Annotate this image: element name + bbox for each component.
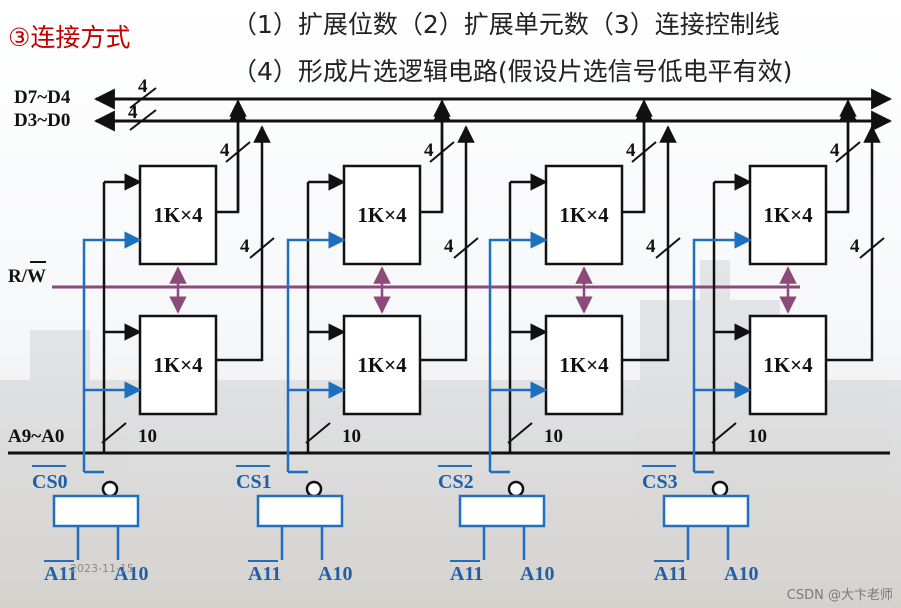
cs-label-1: CS1 [236, 471, 272, 493]
memory-chip-label-top-1: 1K×4 [357, 203, 407, 227]
memory-chip-label-bottom-1: 1K×4 [357, 353, 407, 377]
data-width-top-0: 4 [220, 140, 230, 161]
decoder-gate-1 [256, 494, 344, 528]
memory-chip-label-bottom-3: 1K×4 [763, 353, 813, 377]
date-watermark: 2023-11-15 [70, 562, 134, 575]
input-a10-2: A10 [520, 563, 554, 585]
input-a11-2: A11 [450, 563, 483, 585]
memory-chip-bottom-3 [748, 314, 828, 416]
data-low-width: 4 [128, 102, 138, 123]
memory-chip-label-top-0: 1K×4 [153, 203, 203, 227]
address-width-3: 10 [748, 426, 767, 447]
memory-chip-top-3 [748, 164, 828, 266]
data-high-width: 4 [138, 76, 148, 97]
decoder-gate-3 [662, 494, 750, 528]
inverter-bubble-1 [305, 480, 323, 498]
data-width-bottom-2: 4 [646, 236, 656, 257]
memory-chip-bottom-2 [544, 314, 624, 416]
data-width-top-3: 4 [830, 140, 840, 161]
input-a10-0: A10 [114, 563, 148, 585]
cs-label-2: CS2 [438, 471, 474, 493]
memory-chip-top-1 [342, 164, 422, 266]
memory-chip-top-0 [138, 164, 218, 266]
memory-chip-label-bottom-0: 1K×4 [153, 353, 203, 377]
inverter-bubble-0 [101, 480, 119, 498]
chip-select-line-3 [692, 231, 752, 472]
chip-select-line-0 [82, 231, 142, 472]
chip-select-line-1 [286, 231, 346, 472]
data-bus-low-label: D3~D0 [14, 110, 70, 131]
data-width-bottom-1: 4 [444, 236, 454, 257]
memory-chip-bottom-0 [138, 314, 218, 416]
cs-label-0: CS0 [32, 471, 68, 493]
address-bus-label: A9~A0 [8, 426, 64, 447]
address-width-1: 10 [342, 426, 361, 447]
data-width-bottom-0: 4 [240, 236, 250, 257]
input-a10-3: A10 [724, 563, 758, 585]
requirements-line-2: （4）形成片选逻辑电路(假设片选信号低电平有效) [232, 57, 793, 86]
cs-label-3: CS3 [642, 471, 678, 493]
input-a11-1: A11 [248, 563, 281, 585]
input-a11-0: A11 [44, 563, 77, 585]
csdn-watermark: CSDN @大卞老师 [786, 588, 893, 603]
memory-chip-bottom-1 [342, 314, 422, 416]
address-width-0: 10 [138, 426, 157, 447]
input-a11-3: A11 [654, 563, 687, 585]
memory-chip-label-top-2: 1K×4 [559, 203, 609, 227]
input-a10-1: A10 [318, 563, 352, 585]
rw-label: R/W [8, 266, 46, 287]
memory-chip-label-top-3: 1K×4 [763, 203, 813, 227]
decoder-gate-2 [458, 494, 546, 528]
data-width-top-2: 4 [626, 140, 636, 161]
memory-chip-label-bottom-2: 1K×4 [559, 353, 609, 377]
address-width-2: 10 [544, 426, 563, 447]
slide-title: ③连接方式 [8, 23, 131, 52]
inverter-bubble-2 [507, 480, 525, 498]
decoder-gate-0 [52, 494, 140, 528]
data-width-top-1: 4 [424, 140, 434, 161]
requirements-line-1: （1）扩展位数（2）扩展单元数（3）连接控制线 [232, 10, 780, 39]
data-bus-high-label: D7~D4 [14, 87, 71, 108]
data-width-bottom-3: 4 [850, 236, 860, 257]
memory-chip-top-2 [544, 164, 624, 266]
chip-select-line-2 [488, 231, 548, 472]
inverter-bubble-3 [711, 480, 729, 498]
